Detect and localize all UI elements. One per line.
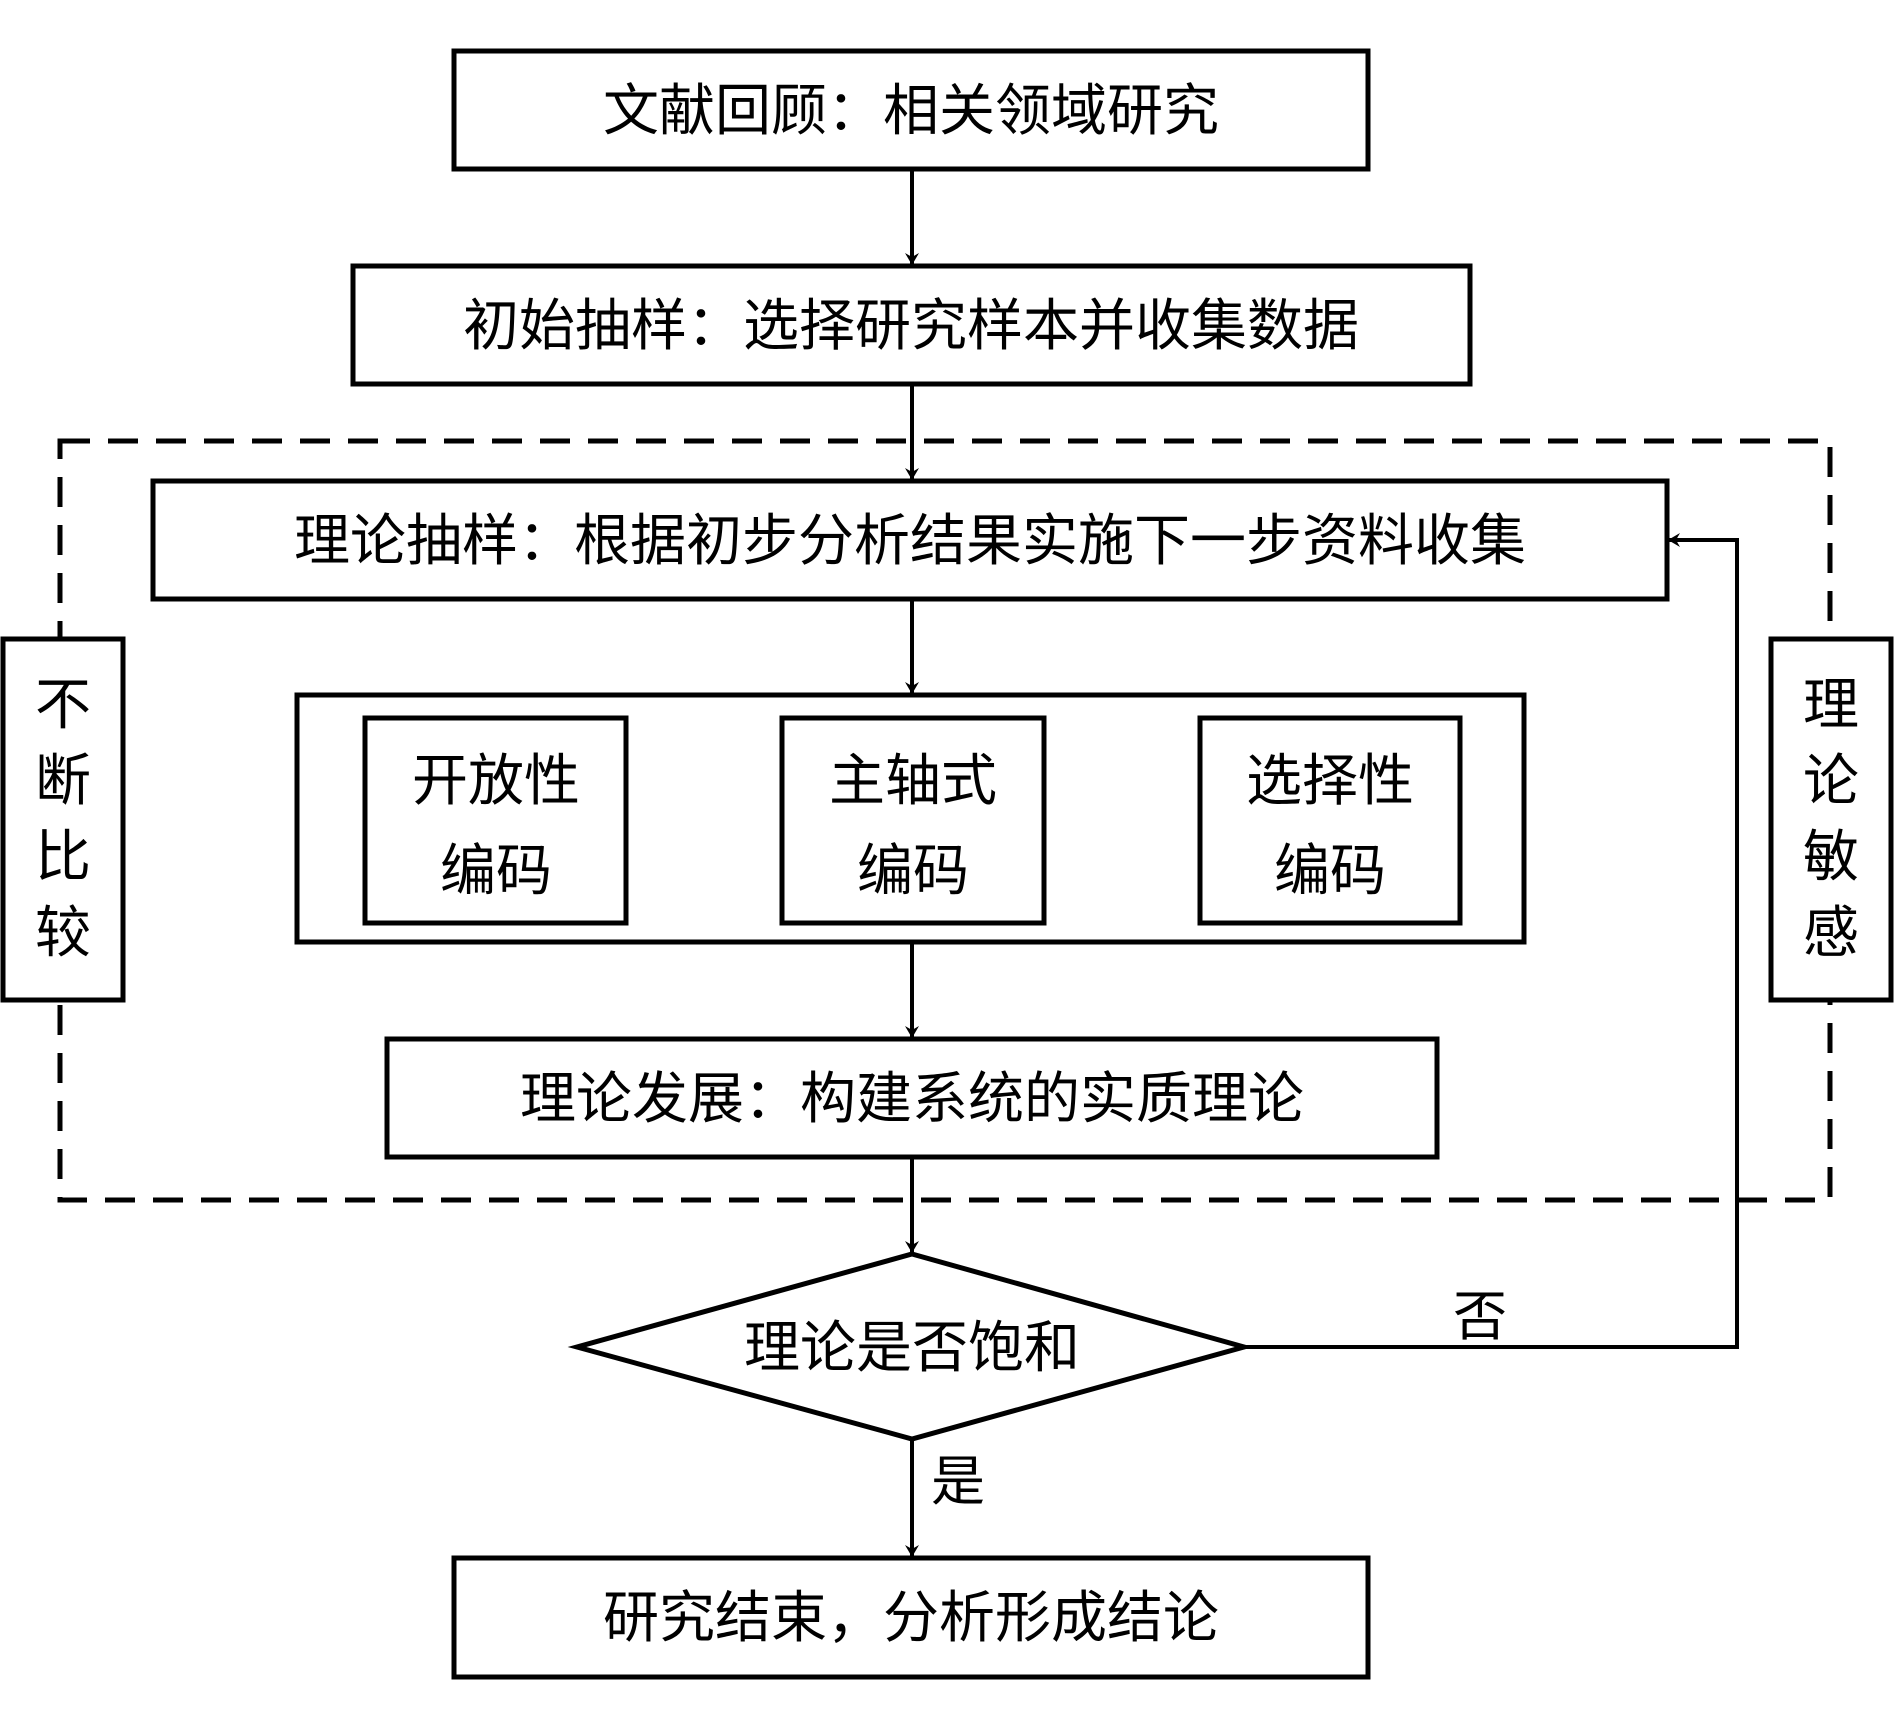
- connectors: [905, 169, 1739, 1557]
- coding-group: 开放性 编码 主轴式 编码 选择性 编码: [294, 692, 1527, 945]
- theoretical-sampling-node: 理论抽样：根据初步分析结果实施下一步资料收集: [150, 478, 1670, 602]
- side-label-char: 敏: [1803, 825, 1859, 890]
- side-label-char: 感: [1803, 901, 1859, 966]
- arrow-decision-no-feedback: [1244, 533, 1739, 1349]
- axial-coding-line2: 编码: [857, 839, 969, 904]
- open-coding-line1: 开放性: [412, 749, 580, 814]
- initial-sampling-node: 初始抽样：选择研究样本并收集数据: [350, 263, 1473, 387]
- theoretical-sensitivity-box: 理论敏感: [1768, 636, 1894, 1003]
- side-label-char: 比: [35, 825, 91, 890]
- literature-review-text: 文献回顾：相关领域研究: [603, 79, 1219, 144]
- literature-review-node: 文献回顾：相关领域研究: [451, 48, 1371, 172]
- theory-development-text: 理论发展：构建系统的实质理论: [520, 1067, 1304, 1132]
- saturation-decision-text: 理论是否饱和: [744, 1316, 1080, 1381]
- constant-comparison-label: 不断比较: [35, 673, 91, 966]
- saturation-decision-node: 理论是否饱和: [567, 1251, 1254, 1442]
- axial-coding-line1: 主轴式: [829, 749, 997, 814]
- open-coding-line2: 编码: [440, 839, 552, 904]
- conclusion-node: 研究结束，分析形成结论: [451, 1555, 1371, 1680]
- side-label-char: 不: [35, 673, 91, 738]
- conclusion-text: 研究结束，分析形成结论: [603, 1586, 1219, 1651]
- theoretical-sampling-text: 理论抽样：根据初步分析结果实施下一步资料收集: [294, 509, 1526, 574]
- initial-sampling-text: 初始抽样：选择研究样本并收集数据: [463, 294, 1359, 359]
- side-label-char: 较: [35, 901, 91, 966]
- selective-coding-line2: 编码: [1274, 839, 1386, 904]
- side-label-char: 论: [1803, 749, 1859, 814]
- no-label: 否: [1453, 1285, 1507, 1348]
- selective-coding-line1: 选择性: [1246, 749, 1414, 814]
- side-label-char: 理: [1803, 673, 1859, 738]
- open-coding-node: 开放性 编码: [362, 715, 629, 926]
- yes-label: 是: [931, 1450, 985, 1513]
- constant-comparison-box: 不断比较: [0, 636, 126, 1003]
- axial-coding-node: 主轴式 编码: [779, 715, 1047, 926]
- theory-development-node: 理论发展：构建系统的实质理论: [384, 1036, 1440, 1160]
- selective-coding-node: 选择性 编码: [1197, 715, 1463, 926]
- side-label-char: 断: [35, 749, 91, 814]
- theoretical-sensitivity-label: 理论敏感: [1803, 673, 1859, 966]
